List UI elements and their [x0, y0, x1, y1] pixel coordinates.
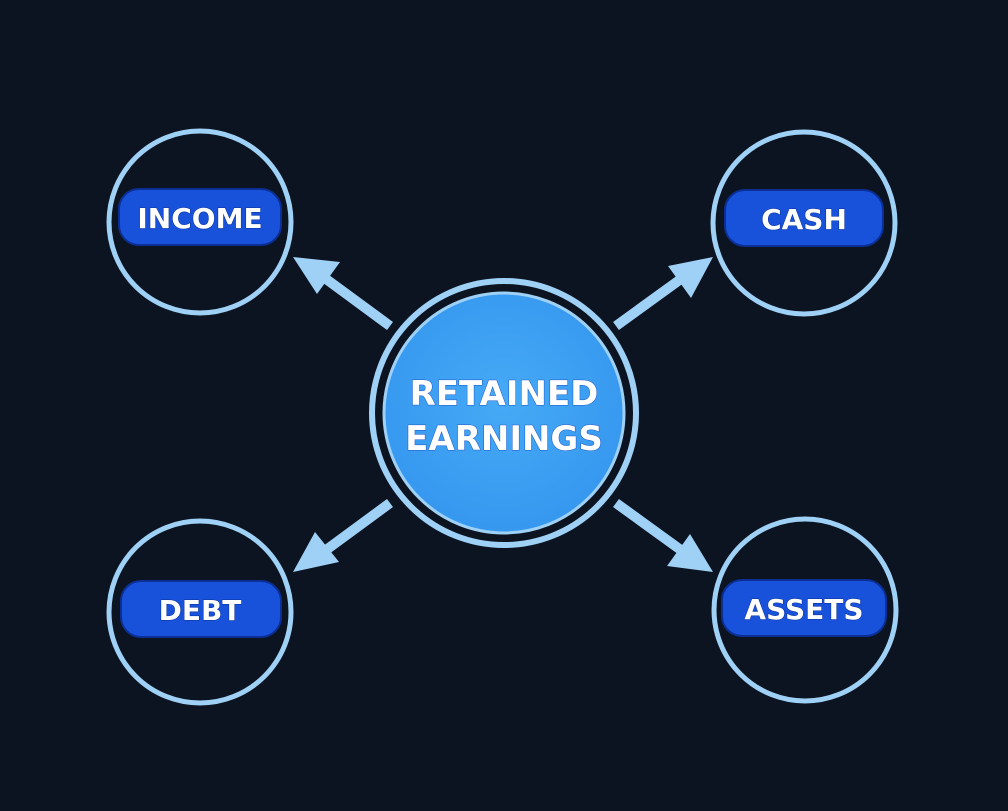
- cash-label: CASH: [761, 203, 847, 236]
- income-node: INCOME: [106, 128, 294, 316]
- cash-pill: [724, 189, 884, 247]
- center-label-line1: RETAINED: [410, 374, 599, 414]
- arrow-to-cash: [613, 257, 713, 331]
- income-ring: [106, 128, 294, 316]
- debt-label: DEBT: [159, 594, 242, 627]
- center-label-line2: EARNINGS: [405, 419, 603, 459]
- cash-ring: [710, 129, 898, 317]
- income-label: INCOME: [137, 202, 262, 235]
- debt-ring: [106, 518, 294, 706]
- center-node: RETAINED EARNINGS: [369, 278, 639, 548]
- income-pill: [118, 188, 282, 246]
- assets-label: ASSETS: [744, 593, 863, 626]
- debt-pill: [120, 580, 282, 638]
- arrow-to-income: [293, 257, 393, 331]
- center-circle: [382, 291, 626, 535]
- cash-node: CASH: [710, 129, 898, 317]
- assets-ring: [711, 516, 899, 704]
- debt-node: DEBT: [106, 518, 294, 706]
- arrow-to-assets: [613, 498, 713, 572]
- assets-pill: [721, 579, 887, 637]
- center-outer-ring: [369, 278, 639, 548]
- assets-node: ASSETS: [711, 516, 899, 704]
- arrow-to-debt: [293, 498, 393, 572]
